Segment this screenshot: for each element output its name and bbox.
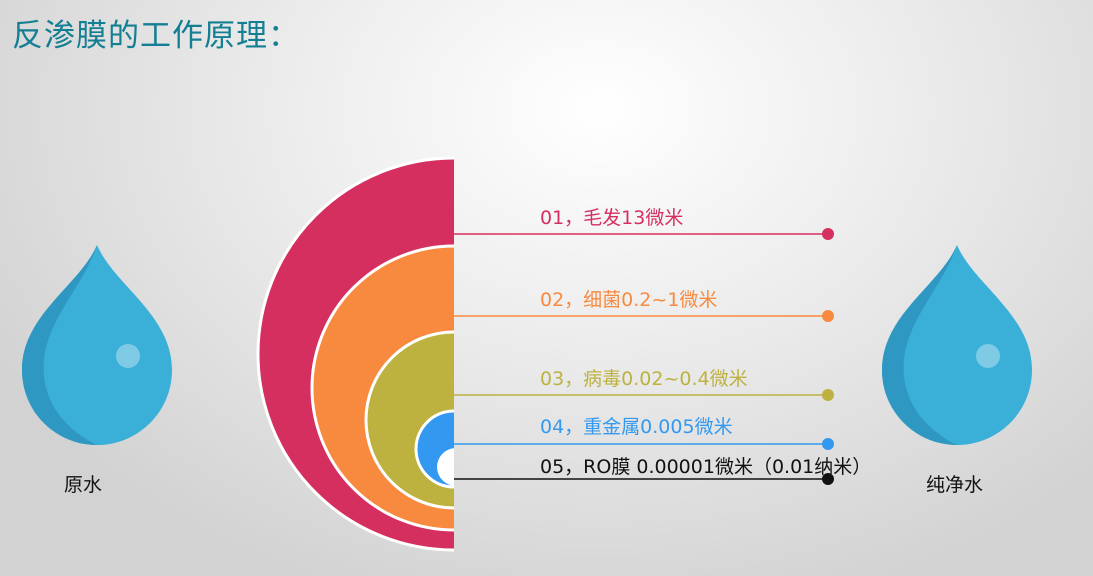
layer-label-ro: 05，RO膜 0.00001微米（0.01纳米）	[540, 456, 872, 478]
leader-lines	[454, 228, 834, 485]
pure-water-label: 纯净水	[926, 474, 984, 496]
dot	[822, 473, 834, 485]
layer-label-bacteria: 02，细菌0.2~1微米	[540, 289, 718, 311]
raw-water-drop-icon	[22, 245, 172, 445]
pure-water-drop-icon	[882, 245, 1032, 445]
layer-label-metal: 04，重金属0.005微米	[540, 416, 733, 438]
page-title: 反渗膜的工作原理：	[12, 18, 300, 54]
layer-label-hair: 01，毛发13微米	[540, 207, 684, 229]
dot	[822, 389, 834, 401]
raw-water-label: 原水	[64, 474, 103, 496]
dot	[822, 228, 834, 240]
dot	[822, 438, 834, 450]
dot	[822, 310, 834, 322]
layer-ro-arc	[437, 448, 454, 486]
layer-label-virus: 03，病毒0.02~0.4微米	[540, 368, 748, 390]
